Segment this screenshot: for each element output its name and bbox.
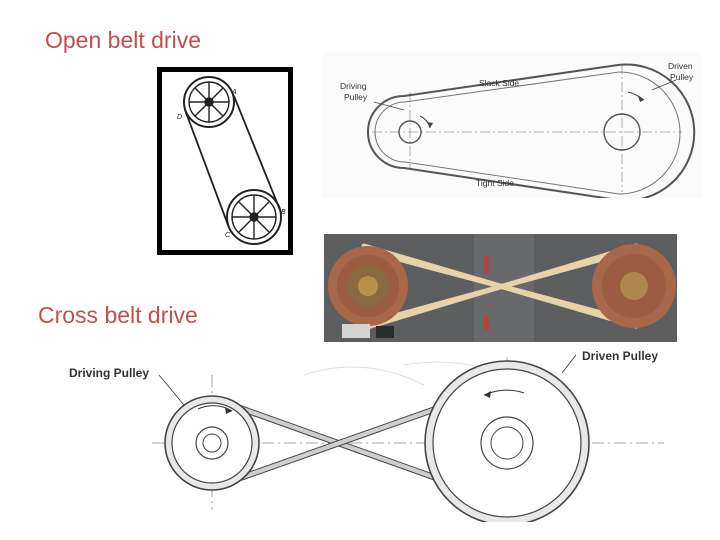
open-belt-diagram-figure: Driving Pulley Slack Side Tight Side Dri… [322,52,702,202]
sketch-label-a: A [231,89,237,96]
cross-belt-diagram-figure: Driving Pulley Driven Pulley [64,345,688,526]
cross-belt-diagram: Driving Pulley Driven Pulley [69,349,664,526]
open-belt-diagram: Driving Pulley Slack Side Tight Side Dri… [340,61,696,202]
cross-belt-drive-heading: Cross belt drive [38,302,198,328]
open-tight-side-label: Tight Side [476,178,514,188]
open-driven-pulley-label-line2: Pulley [670,72,694,82]
open-belt-drive-heading: Open belt drive [45,27,201,53]
open-driving-pulley-label-line2: Pulley [344,92,368,102]
open-driven-pulley-label-line1: Driven [668,61,693,71]
open-belt-sketch-drawing: A D B C [177,76,286,245]
sketch-label-d: D [177,114,182,121]
cross-driving-pulley-label: Driving Pulley [69,366,149,380]
open-slack-side-label: Slack Side [479,78,519,88]
sketch-label-b: B [281,209,286,216]
sketch-label-c: C [225,232,231,239]
open-belt-sketch-figure: A D B C [157,67,293,255]
cross-belt-photo-figure [324,234,677,342]
cross-belt-photo [324,234,677,342]
cross-driven-pulley-label: Driven Pulley [582,349,658,363]
open-driving-pulley-label-line1: Driving [340,81,367,91]
